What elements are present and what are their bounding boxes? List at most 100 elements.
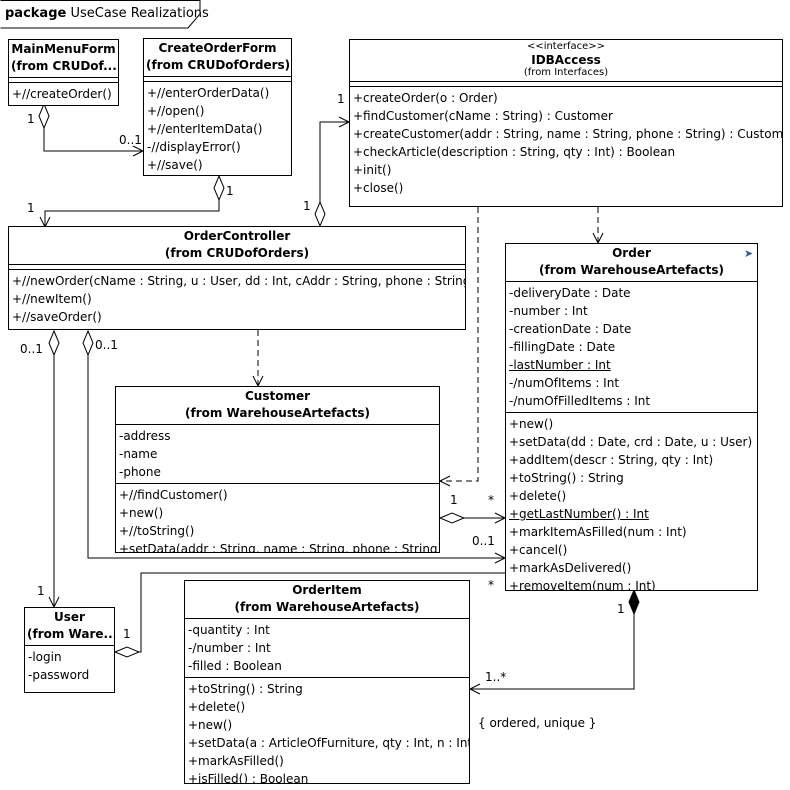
class-header: Order (from WarehouseArtefacts) — [506, 244, 757, 282]
class-header: MainMenuForm (from CRUDof... — [9, 40, 118, 78]
class-orderitem[interactable]: OrderItem (from WarehouseArtefacts) -qua… — [184, 580, 470, 784]
edge-controller-idb — [319, 121, 349, 202]
operation: +removeItem(num : Int) — [509, 579, 656, 591]
operation: +isFilled() : Boolean — [188, 772, 309, 784]
attributes-compartment — [144, 77, 291, 82]
class-package: (from Ware... — [27, 627, 115, 641]
operation: +//findCustomer() — [119, 488, 228, 502]
multiplicity-label: 1 — [303, 199, 311, 213]
package-title: package UseCase Realizations — [5, 6, 209, 21]
operations-compartment: +//enterOrderData() +//open() +//enterIt… — [144, 82, 291, 175]
operation: +//enterItemData() — [147, 122, 263, 136]
arrowhead-orderitem — [468, 683, 481, 695]
operation: +//open() — [147, 104, 205, 118]
class-package: (from CRUDof... — [11, 59, 117, 73]
aggregation-diamond-createorder — [213, 174, 225, 202]
class-customer[interactable]: Customer (from WarehouseArtefacts) -addr… — [115, 386, 440, 553]
operation: +toString() : String — [509, 471, 624, 485]
attribute: -deliveryDate : Date — [509, 286, 631, 300]
attribute-static: -lastNumber : Int — [509, 358, 611, 372]
class-name: OrderItem — [292, 583, 362, 597]
class-mainmenuform[interactable]: MainMenuForm (from CRUDof... +//createOr… — [8, 39, 119, 106]
operation: +toString() : String — [188, 682, 303, 696]
operations-compartment: +createOrder(o : Order) +findCustomer(cN… — [350, 87, 782, 199]
package-keyword: package — [5, 6, 67, 21]
operations-compartment: +toString() : String +delete() +new() +s… — [185, 678, 469, 784]
class-createorderform[interactable]: CreateOrderForm (from CRUDofOrders) +//e… — [143, 38, 292, 176]
aggregation-diamond-controller-order — [82, 329, 94, 357]
aggregation-diamond-controller-user — [48, 329, 60, 357]
operations-compartment: +//findCustomer() +new() +//toString() +… — [116, 484, 439, 552]
class-package: (from WarehouseArtefacts) — [234, 600, 420, 614]
operation: +new() — [119, 506, 164, 520]
multiplicity-label: 1 — [123, 627, 131, 641]
operations-compartment: +new() +setData(dd : Date, crd : Date, u… — [506, 413, 757, 591]
multiplicity-label: 1..* — [485, 670, 507, 684]
operations-compartment: +//createOrder() — [9, 83, 118, 105]
class-header: User (from Ware... — [25, 608, 114, 646]
multiplicity-label: 0..1 — [20, 342, 43, 356]
multiplicity-label: 1 — [226, 184, 234, 198]
attribute: -/number : Int — [188, 641, 271, 655]
class-name: Customer — [244, 389, 311, 403]
attribute: -name — [119, 447, 158, 461]
multiplicity-label: 0..1 — [472, 534, 495, 548]
edge-order-orderitem — [470, 614, 635, 690]
operation: +close() — [353, 181, 404, 195]
attribute: -login — [28, 650, 62, 664]
class-order[interactable]: Order (from WarehouseArtefacts) -deliver… — [505, 243, 758, 591]
class-header: OrderItem (from WarehouseArtefacts) — [185, 581, 469, 619]
attributes-compartment — [350, 82, 782, 87]
attribute: -filled : Boolean — [188, 659, 282, 673]
operation: +//newOrder(cName : String, u : User, dd… — [12, 274, 466, 288]
operation: +checkArticle(description : String, qty … — [353, 145, 676, 159]
operation: +findCustomer(cName : String) : Customer — [353, 109, 613, 123]
operations-compartment: +//newOrder(cName : String, u : User, dd… — [9, 270, 465, 328]
class-package: (from CRUDofOrders) — [164, 246, 310, 260]
class-header: CreateOrderForm (from CRUDofOrders) — [144, 39, 291, 77]
operation: +delete() — [509, 489, 567, 503]
aggregation-diamond-user — [113, 646, 141, 658]
multiplicity-label: 0..1 — [119, 133, 142, 147]
class-package: (from CRUDofOrders) — [146, 58, 291, 72]
multiplicity-label: 1 — [27, 201, 35, 215]
class-package: (from WarehouseArtefacts) — [185, 406, 370, 420]
attribute: -password — [28, 668, 90, 682]
operation: +markItemAsFilled(num : Int) — [509, 525, 687, 539]
class-package: (from WarehouseArtefacts) — [539, 263, 724, 277]
multiplicity-label: * — [488, 578, 494, 592]
edge-controller-order — [87, 355, 505, 559]
class-name: MainMenuForm — [11, 42, 116, 56]
dependency-idb-customer — [440, 207, 479, 482]
multiplicity-label: 1 — [37, 584, 45, 598]
operation: +createCustomer(addr : String, name : St… — [353, 127, 783, 141]
operation: +//newItem() — [12, 292, 92, 306]
attribute: -/numOfFilledItems : Int — [509, 394, 651, 408]
attribute: -creationDate : Date — [509, 322, 632, 336]
attributes-compartment: -login -password — [25, 646, 114, 686]
link-icon: ➤ — [744, 247, 754, 260]
class-name: Order — [612, 246, 651, 260]
attributes-compartment: -address -name -phone — [116, 425, 439, 484]
attributes-compartment: -deliveryDate : Date -number : Int -crea… — [506, 282, 757, 413]
edge-mainmenu-createorder — [43, 128, 143, 152]
class-user[interactable]: User (from Ware... -login -password — [24, 607, 115, 693]
class-idbaccess[interactable]: <<interface>> IDBAccess (from Interfaces… — [349, 39, 783, 207]
arrowhead-customer-right — [438, 475, 451, 487]
operation: +delete() — [188, 700, 246, 714]
class-stereotype: <<interface>> — [526, 41, 606, 52]
class-header: Customer (from WarehouseArtefacts) — [116, 387, 439, 425]
class-ordercontroller[interactable]: OrderController (from CRUDofOrders) +//n… — [8, 226, 466, 330]
operation-static: +getLastNumber() : Int — [509, 507, 649, 521]
operation: +createOrder(o : Order) — [353, 91, 498, 105]
operation: +//toString() — [119, 524, 195, 538]
multiplicity-label: 1 — [337, 92, 345, 106]
attribute: -phone — [119, 465, 161, 479]
attribute: -number : Int — [509, 304, 588, 318]
constraint-label: { ordered, unique } — [478, 716, 597, 730]
operation: +//saveOrder() — [12, 310, 102, 324]
multiplicity-label: 1 — [27, 112, 35, 126]
operation: +//createOrder() — [12, 87, 112, 101]
